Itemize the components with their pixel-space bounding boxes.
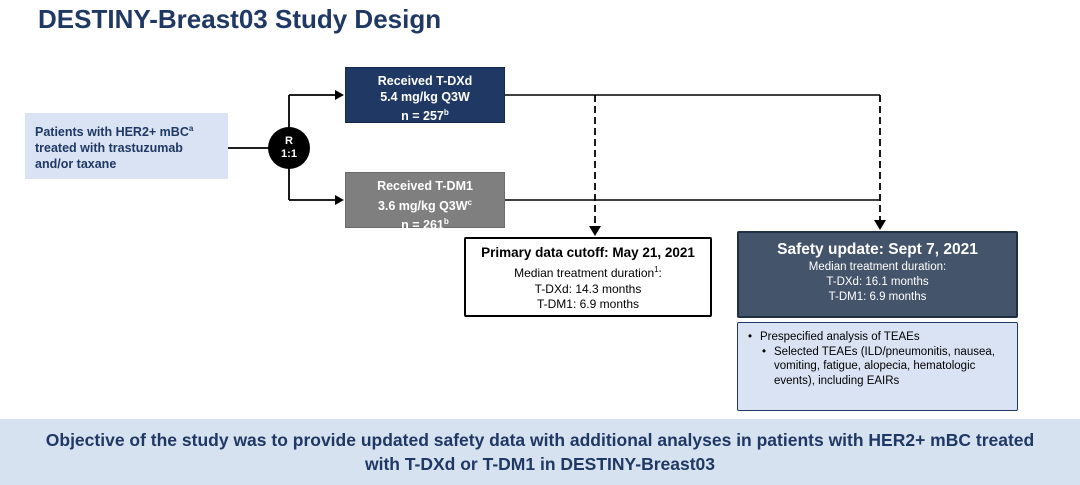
safety-update-box: Safety update: Sept 7, 2021 Median treat…: [737, 231, 1018, 318]
teae-bullet-list: Prespecified analysis of TEAEs Selected …: [746, 330, 1009, 388]
tdxd-arm-box: Received T-DXd 5.4 mg/kg Q3W n = 257b: [345, 67, 505, 123]
teae-analysis-box: Prespecified analysis of TEAEs Selected …: [737, 322, 1018, 411]
primary-cutoff-title: Primary data cutoff: May 21, 2021: [481, 245, 695, 260]
safety-update-tdm1: T-DM1: 6.9 months: [828, 291, 927, 303]
safety-update-tdxd: T-DXd: 16.1 months: [826, 276, 929, 288]
objective-banner: Objective of the study was to provide up…: [0, 419, 1080, 485]
arrowhead-safety-update: [874, 220, 886, 230]
primary-cutoff-duration-label: Median treatment duration1:: [514, 265, 662, 280]
randomization-r: R: [285, 135, 293, 147]
patients-box: Patients with HER2+ mBCa treated with tr…: [25, 113, 228, 179]
safety-update-title: Safety update: Sept 7, 2021: [777, 241, 978, 258]
primary-cutoff-tdm1: T-DM1: 6.9 months: [536, 297, 640, 311]
arrowhead-primary-cutoff: [589, 226, 601, 236]
teae-bullet-selected: Selected TEAEs (ILD/pneumonitis, nausea,…: [760, 345, 1009, 389]
patients-text-line3: and/or taxane: [35, 157, 117, 172]
primary-cutoff-box: Primary data cutoff: May 21, 2021 Median…: [464, 237, 712, 317]
arrowhead-to-tdxd: [335, 90, 344, 100]
tdxd-arm-line2: 5.4 mg/kg Q3W: [380, 89, 470, 104]
safety-update-duration-label: Median treatment duration:: [808, 261, 947, 273]
objective-text: Objective of the study was to provide up…: [45, 430, 1035, 474]
randomization-label: R 1:1: [267, 128, 311, 168]
tdxd-arm-line3: n = 257b: [401, 108, 449, 124]
primary-cutoff-tdxd: T-DXd: 14.3 months: [534, 281, 642, 296]
randomization-ratio: 1:1: [281, 148, 297, 160]
arrowhead-to-tdm1: [335, 195, 344, 205]
tdxd-arm-line1: Received T-DXd: [377, 74, 473, 88]
tdm1-arm-line1: Received T-DM1: [377, 179, 473, 193]
patients-text-line1: Patients with HER2+ mBCa: [35, 124, 194, 140]
tdm1-arm-line2: 3.6 mg/kg Q3Wc: [377, 197, 473, 213]
tdm1-arm-line3: n = 261b: [401, 217, 449, 233]
teae-bullet-prespecified: Prespecified analysis of TEAEs: [746, 330, 1009, 345]
patients-text-line2: treated with trastuzumab: [35, 141, 183, 156]
tdm1-arm-box: Received T-DM1 3.6 mg/kg Q3Wc n = 261b: [345, 172, 505, 232]
page-title: DESTINY-Breast03 Study Design: [38, 4, 442, 34]
